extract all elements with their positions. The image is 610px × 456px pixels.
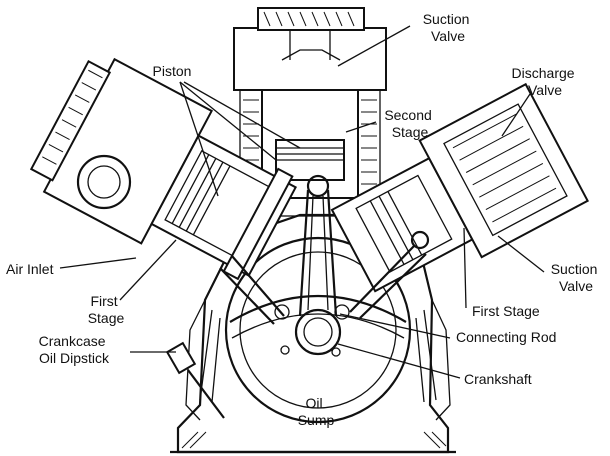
label-crankcase-dipstick: Crankcase Oil Dipstick bbox=[39, 333, 110, 366]
label-second-stage: Second Stage bbox=[384, 107, 435, 140]
crankshaft-drawing bbox=[224, 236, 412, 424]
label-piston: Piston bbox=[153, 63, 192, 79]
label-discharge-valve: Discharge Valve bbox=[512, 65, 579, 98]
label-suction-valve-top: Suction Valve bbox=[423, 11, 474, 44]
right-connecting-rod bbox=[349, 245, 427, 319]
right-first-stage-cylinder bbox=[330, 82, 589, 293]
leader-lines bbox=[59, 25, 545, 379]
label-first-stage-left: First Stage bbox=[88, 293, 125, 326]
center-connecting-rod bbox=[298, 174, 338, 317]
label-oil-sump: Oil Sump bbox=[298, 395, 335, 428]
label-crankshaft: Crankshaft bbox=[464, 371, 532, 387]
label-first-stage-right: First Stage bbox=[472, 303, 540, 319]
label-suction-valve-right: Suction Valve bbox=[551, 261, 602, 294]
label-connecting-rod: Connecting Rod bbox=[456, 329, 556, 345]
air-inlet-port bbox=[76, 154, 132, 210]
second-stage-cylinder bbox=[233, 7, 387, 217]
oil-dipstick bbox=[165, 341, 225, 419]
label-air-inlet: Air Inlet bbox=[6, 261, 54, 277]
left-connecting-rod bbox=[219, 255, 285, 325]
left-first-stage-cylinder bbox=[29, 57, 297, 281]
